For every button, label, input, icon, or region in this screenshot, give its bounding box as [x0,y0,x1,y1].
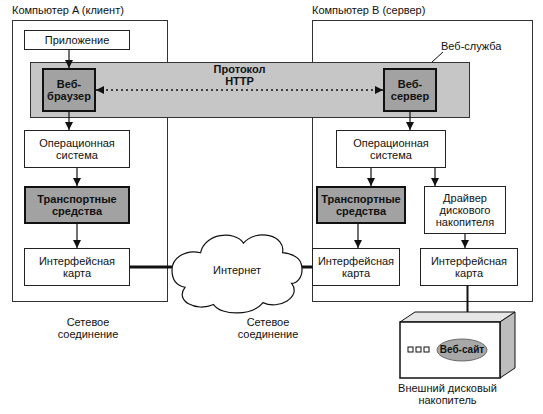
connector [464,234,465,248]
connection-label: Сетевое соединение [228,316,308,340]
node-label: Интерфейсная карта [25,255,129,279]
node-label: Операционная система [25,137,129,161]
connector [76,168,77,186]
connector [357,224,358,248]
interface-card: Интерфейсная карта [420,248,518,286]
node-label: Веб-браузер [44,78,94,102]
connector [302,266,312,269]
internet-cloud: Интернет [172,222,302,318]
node-label: Драйвер дискового накопителя [425,192,505,228]
transport-box: Транспортные средства [24,186,130,224]
disk-drive: Веб-сайтВнешний дисковый накопитель [400,312,515,378]
disk-label-ellipse [437,339,487,361]
node-label: Приложение [45,34,110,46]
connector [434,168,435,186]
transport-box: Транспортные средства [316,186,406,224]
connector [130,266,172,269]
node-label: Интернет [213,264,261,276]
application-box: Приложение [24,30,130,50]
edge-label: Протокол HTTP [205,63,275,87]
os-box: Операционная система [24,130,130,168]
node-label: Компьютер B (сервер) [312,4,425,16]
disk-indicator [408,347,413,352]
disk-indicator [424,347,429,352]
cloud-outline [172,235,302,313]
node-label: Интерфейсная карта [313,255,399,279]
server-box: Веб-сервер [383,68,437,112]
browser-box: Веб-браузер [42,68,96,112]
node-label: Веб-сервер [385,78,435,102]
driver-box: Драйвер дискового накопителя [424,186,506,234]
leader-line [432,52,443,62]
disk-top-face [400,312,515,322]
node-label: Компьютер A (клиент) [12,4,124,16]
node-label: Транспортные средства [26,193,128,217]
disk-front-face [400,322,500,378]
disk-side-face [500,312,515,378]
os-box: Операционная система [336,130,446,168]
node-label: Веб-сайт [438,344,486,356]
connector [467,286,469,312]
interface-card: Интерфейсная карта [312,248,400,286]
connection-label: Сетевое соединение [48,316,128,340]
node-label: Интерфейсная карта [421,255,517,279]
interface-card: Интерфейсная карта [24,248,130,286]
node-label: Операционная система [337,137,445,161]
node-label: Внешний дисковый накопитель [390,382,505,406]
node-label: Веб-служба [441,40,501,52]
connector [76,224,77,248]
node-label: Транспортные средства [318,193,404,217]
connector [370,168,371,186]
disk-indicator [416,347,421,352]
